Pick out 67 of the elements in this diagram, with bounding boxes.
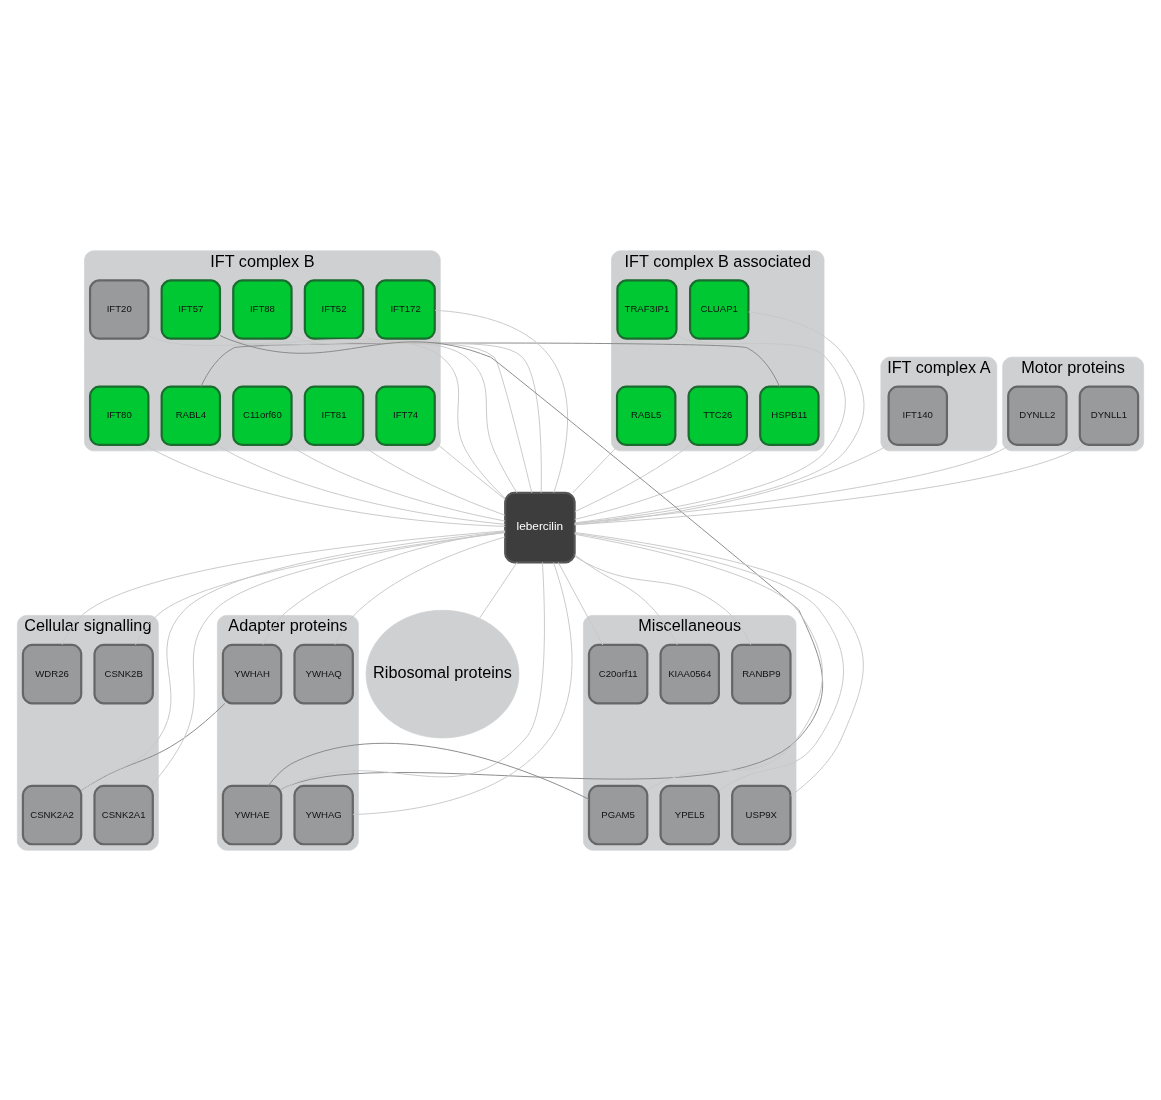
- connector: [574, 444, 691, 512]
- connector: [334, 536, 506, 645]
- connector: [262, 530, 506, 645]
- connector: [80, 702, 226, 791]
- node-box: IFT88: [232, 278, 293, 340]
- node-box: CSNK2A1: [93, 784, 154, 845]
- connector: [479, 561, 518, 618]
- node-box: WDR26: [21, 643, 83, 704]
- connector: [574, 444, 763, 520]
- connector: [574, 334, 846, 523]
- connector: [280, 561, 545, 790]
- node-box: TRAF3IP1: [616, 278, 678, 340]
- node-box: PGAM5: [587, 784, 649, 845]
- connector: [574, 310, 865, 524]
- node-box: IFT74: [375, 385, 436, 446]
- node-box: DYNLL2: [1007, 385, 1068, 446]
- node-box: IFT81: [303, 385, 365, 446]
- connector: [572, 444, 619, 493]
- node-box: IFT172: [375, 278, 436, 340]
- connector: [434, 440, 506, 500]
- node-box: DYNLL1: [1078, 385, 1140, 446]
- connector: [557, 561, 604, 645]
- connector: [574, 444, 1010, 524]
- connector: [291, 334, 533, 493]
- connector: [574, 555, 752, 645]
- node-box: YWHAG: [293, 784, 354, 845]
- node-box: TTC26: [687, 385, 749, 446]
- connector: [574, 553, 678, 645]
- connector: [219, 334, 824, 790]
- node-box: RANBP9: [731, 643, 792, 704]
- connector: [574, 443, 889, 525]
- connector: [80, 530, 506, 792]
- node-box: IFT57: [160, 278, 222, 340]
- node-box: USP9X: [731, 784, 792, 845]
- node-box: IFT20: [88, 278, 150, 340]
- connector: [434, 309, 569, 493]
- node-box: CSNK2A2: [21, 784, 83, 845]
- connector: [267, 742, 590, 800]
- node-ellipse: Ribosomal proteins: [365, 609, 520, 738]
- node-box: IFT80: [88, 385, 150, 446]
- node-box: lebercilin: [504, 491, 576, 563]
- connector: [148, 334, 506, 499]
- connector: [289, 444, 506, 522]
- node-box: IFT140: [887, 385, 949, 446]
- node-box: YWHAQ: [293, 643, 354, 704]
- connector: [361, 444, 506, 516]
- node-box: RABL4: [160, 385, 222, 446]
- node-box: C11orf60: [232, 385, 293, 446]
- connector: [200, 342, 781, 387]
- node-box: CSNK2B: [93, 643, 154, 704]
- connector: [362, 334, 542, 493]
- connector: [150, 531, 506, 786]
- node-box: KIAA0564: [659, 643, 720, 704]
- node-box: YWHAE: [221, 784, 283, 845]
- connector: [352, 561, 573, 815]
- connector: [145, 444, 506, 527]
- node-box: YWHAH: [221, 643, 283, 704]
- node-box: HSPB11: [759, 385, 820, 446]
- connector: [574, 444, 1084, 525]
- node-box: CLUAP1: [689, 278, 750, 340]
- connector: [217, 444, 506, 525]
- node-box: C20orf11: [587, 643, 649, 704]
- node-box: IFT52: [303, 278, 365, 340]
- node-box: YPEL5: [659, 784, 720, 845]
- node-box: RABL5: [615, 385, 677, 446]
- connector: [61, 529, 506, 645]
- connector: [135, 531, 506, 645]
